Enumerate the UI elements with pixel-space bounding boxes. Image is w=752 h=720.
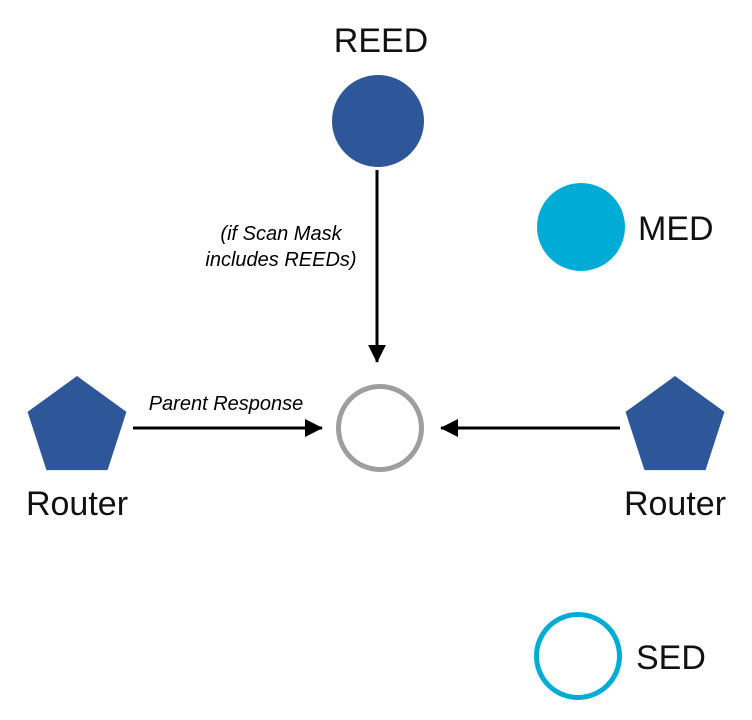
node-router-left[interactable]: Router xyxy=(26,376,128,523)
med-circle-icon[interactable] xyxy=(537,183,625,271)
sed-circle-icon[interactable] xyxy=(534,612,622,700)
node-sed[interactable]: SED xyxy=(534,612,706,700)
reed-circle-icon[interactable] xyxy=(332,75,424,167)
edge-group xyxy=(133,170,620,437)
reed-label: REED xyxy=(334,22,428,60)
node-center[interactable] xyxy=(336,384,424,472)
router-left-pentagon-icon[interactable] xyxy=(27,376,127,471)
node-reed[interactable]: REED xyxy=(332,22,428,167)
node-med[interactable]: MED xyxy=(537,183,714,271)
node-router-right[interactable]: Router xyxy=(624,376,726,523)
router-left-label: Router xyxy=(26,485,128,523)
med-label: MED xyxy=(638,210,714,248)
router-right-label: Router xyxy=(624,485,726,523)
center-target-circle-icon[interactable] xyxy=(336,384,424,472)
router-right-pentagon-icon[interactable] xyxy=(625,376,725,471)
edge-label-parent-response: Parent Response xyxy=(149,393,304,415)
sed-label: SED xyxy=(636,639,706,677)
